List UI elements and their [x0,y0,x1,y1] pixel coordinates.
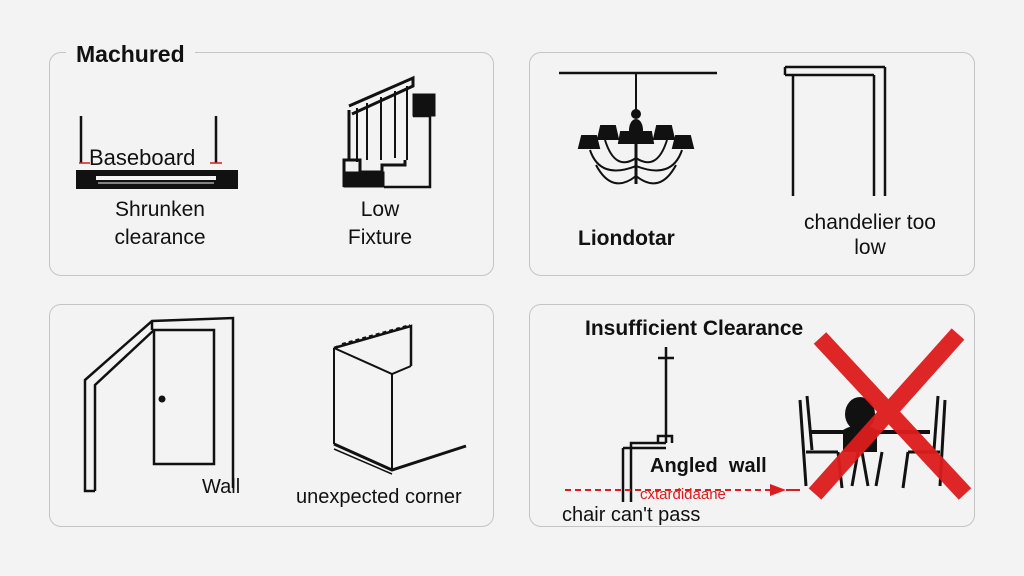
shrunken-caption-line1: Shrunken [115,198,205,221]
baseboard-icon [76,116,238,189]
panel-wall-corner [49,304,494,527]
chair-cant-pass-caption: chair can't pass [562,504,701,526]
clearance-red-label: cxtardidaane [640,486,726,503]
chandelier-caption: Liondotar [578,227,675,250]
door-frame-icon [783,65,887,196]
pipe-icon [621,347,674,502]
clearance-line [565,484,800,496]
corner-icon [333,324,467,475]
corner-caption: unexpected corner [296,486,462,508]
panel-shrunken-clearance [49,52,494,276]
wall-caption: Wall [202,476,241,498]
stair-fixture-icon [342,75,436,189]
baseboard-label: Baseboard [89,145,196,170]
shrunken-caption-line2: clearance [114,226,206,249]
panel-chandelier [529,52,975,276]
chandelier-too-low-line2: low [854,236,886,259]
chandelier-too-low-line1: chandelier too [804,211,936,234]
diagram-title: Machured [66,40,195,68]
insufficient-clearance-heading: Insufficient Clearance [585,317,804,340]
low-fixture-caption-line1: Low [360,198,400,221]
chandelier-icon [559,71,717,185]
door-icon [83,316,235,493]
low-fixture-caption-line2: Fixture [347,226,413,249]
red-x-icon [808,328,972,500]
angled-wall-label: Angled wall [650,455,767,477]
